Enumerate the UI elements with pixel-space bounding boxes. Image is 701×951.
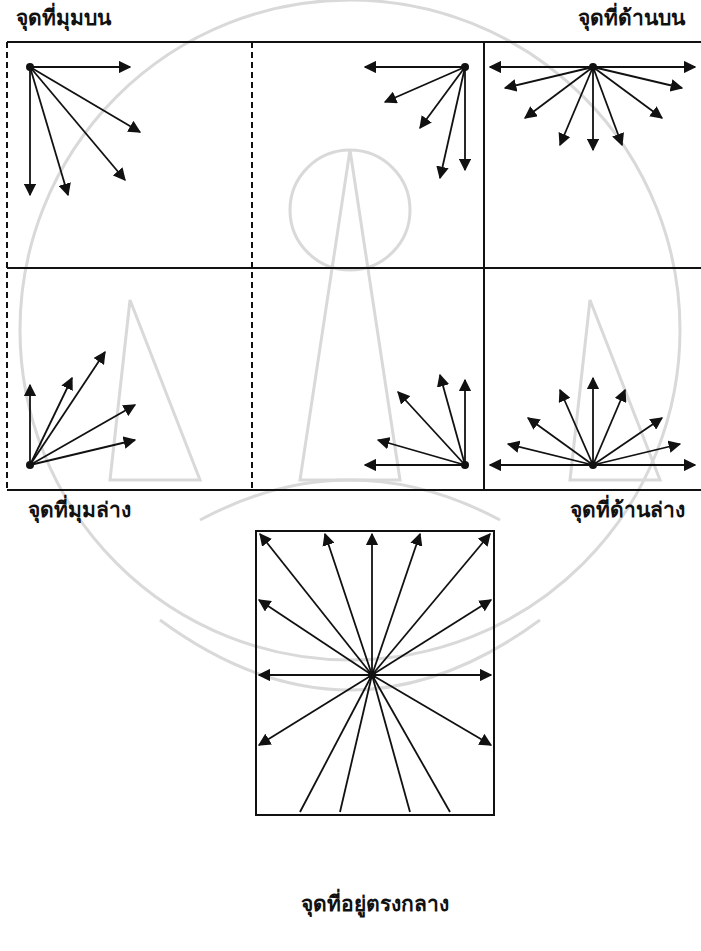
direction-arrow — [372, 675, 491, 745]
direction-arrow — [593, 67, 622, 145]
direction-arrow — [372, 674, 491, 676]
direction-arrow — [325, 534, 372, 675]
direction-arrow — [490, 66, 593, 68]
direction-arrow — [592, 67, 594, 150]
direction-arrow — [30, 440, 135, 465]
caption-label: จุดที่ด้านล่าง — [568, 498, 687, 523]
direction-arrow — [372, 675, 410, 812]
direction-arrow — [372, 534, 490, 675]
direction-arrow — [259, 674, 372, 676]
direction-arrow — [560, 390, 593, 465]
direction-arrow — [29, 67, 31, 195]
direction-arrow — [30, 378, 72, 465]
origin-dot — [589, 63, 597, 71]
direction-arrow — [372, 600, 491, 675]
direction-arrow — [30, 66, 130, 68]
direction-arrow — [372, 534, 420, 675]
direction-arrow — [464, 380, 466, 465]
origin-dot — [589, 461, 597, 469]
direction-arrow — [592, 378, 594, 465]
direction-arrow — [365, 66, 465, 68]
direction-arrow — [560, 67, 593, 145]
direction-arrow — [29, 385, 31, 465]
direction-arrow — [440, 67, 465, 178]
caption-label: จุดที่อยู่ตรงกลาง — [299, 892, 451, 917]
direction-arrow — [259, 600, 372, 675]
direction-arrow — [365, 464, 465, 466]
direction-arrow — [30, 67, 125, 180]
arrow-group — [26, 63, 695, 812]
direction-arrow — [593, 390, 625, 465]
origin-dot — [461, 461, 469, 469]
origin-dot — [26, 461, 34, 469]
direction-arrow — [464, 67, 466, 170]
origin-dot — [461, 63, 469, 71]
direction-arrow — [300, 675, 372, 812]
direction-arrow — [398, 392, 465, 465]
caption-label: จุดที่มุมล่าง — [26, 498, 133, 523]
direction-arrow — [30, 405, 135, 465]
caption-label: จุดที่มุมบน — [14, 6, 113, 31]
direction-arrow — [260, 534, 372, 675]
direction-arrow — [30, 67, 68, 195]
direction-arrow — [593, 464, 695, 466]
direction-arrow — [259, 675, 372, 745]
origin-dot — [26, 63, 34, 71]
grid-frame — [7, 42, 701, 815]
direction-arrow — [490, 464, 593, 466]
watermark-seal — [20, 0, 680, 690]
caption-label: จุดที่ด้านบน — [576, 6, 687, 31]
direction-arrow — [378, 440, 465, 465]
direction-arrow — [593, 444, 680, 465]
direction-arrow — [508, 444, 593, 465]
direction-arrow — [340, 675, 372, 812]
origin-dot — [368, 671, 376, 679]
direction-arrow — [30, 352, 105, 465]
direction-arrow — [372, 675, 450, 812]
direction-arrow — [371, 534, 373, 675]
direction-arrow — [593, 66, 695, 68]
